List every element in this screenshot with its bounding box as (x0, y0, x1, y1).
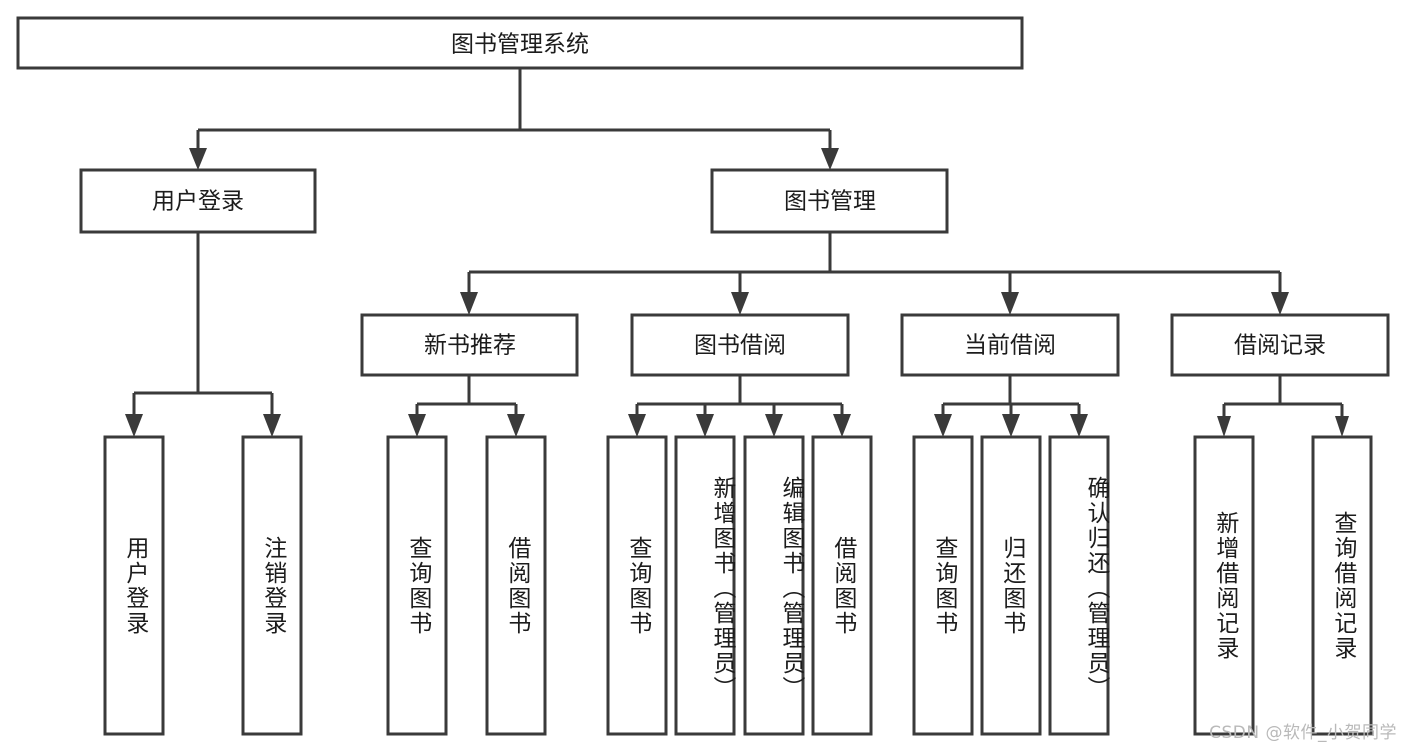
arrow-head-new-book-recommend (460, 292, 478, 315)
arrow-head-current-borrow (1001, 292, 1019, 315)
arrow-head-leaf-confirm-return (1070, 414, 1088, 437)
arrow-head-leaf-user-login (125, 414, 143, 437)
node-user-login-rect (79, 168, 317, 234)
arrow-head-leaf-query-book-3 (934, 414, 952, 437)
node-leaf-add-book-rect[interactable] (674, 435, 736, 736)
connector-group-root-to-level2 (189, 68, 839, 170)
arrow-head-user-login (189, 148, 207, 170)
node-borrow-record-label: 借阅记录 (1234, 333, 1326, 359)
node-book-borrow-label: 图书借阅 (694, 333, 786, 359)
arrow-head-leaf-query-record (1335, 416, 1349, 437)
connector-group-borrow-record-to-leaves (1217, 375, 1349, 437)
connector-group-user-login-to-leaves (125, 232, 281, 437)
node-borrow-record[interactable]: 借阅记录 (1170, 313, 1390, 377)
node-current-borrow-rect (900, 313, 1120, 377)
node-book-management-label: 图书管理 (784, 189, 876, 215)
node-leaf-borrow-book-2-rect[interactable] (811, 435, 873, 736)
node-leaf-borrow-book-1-rect[interactable] (485, 435, 547, 736)
arrow-head-leaf-query-book-1 (408, 414, 426, 437)
arrow-head-leaf-edit-book (765, 414, 783, 437)
node-new-book-recommend-label: 新书推荐 (424, 333, 516, 359)
node-leaf-add-record-rect[interactable] (1193, 435, 1255, 736)
node-new-book-recommend-rect (360, 313, 579, 377)
csdn-watermark: CSDN @软件_小贺同学 (1209, 723, 1397, 743)
node-new-book-recommend[interactable]: 新书推荐 (360, 313, 579, 377)
arrow-head-leaf-borrow-book-1 (507, 414, 525, 437)
node-leaf-user-login-rect[interactable] (103, 435, 165, 736)
arrow-head-book-management (821, 148, 839, 170)
node-borrow-record-rect (1170, 313, 1390, 377)
arrow-head-book-borrow (731, 292, 749, 315)
connector-group-current-borrow-to-leaves (934, 375, 1088, 437)
node-leaf-edit-book-rect[interactable] (743, 435, 805, 736)
node-leaf-query-book-1-rect[interactable] (386, 435, 448, 736)
node-user-login[interactable]: 用户登录 (79, 168, 317, 234)
arrow-head-leaf-logout (263, 414, 281, 437)
node-leaf-confirm-return-rect[interactable] (1048, 435, 1110, 736)
arrow-head-leaf-add-book (696, 414, 714, 437)
node-book-management[interactable]: 图书管理 (710, 168, 949, 234)
arrow-head-borrow-record (1271, 292, 1289, 315)
node-current-borrow-label: 当前借阅 (964, 333, 1056, 359)
arrow-head-leaf-add-record (1217, 416, 1231, 437)
arrow-head-leaf-query-book-2 (628, 414, 646, 437)
node-root-label: 图书管理系统 (451, 32, 589, 58)
node-leaf-query-book-2-rect[interactable] (606, 435, 668, 736)
node-user-login-label: 用户登录 (152, 189, 244, 215)
connector-group-book-borrow-to-leaves (628, 375, 851, 437)
node-root[interactable]: 图书管理系统 (16, 16, 1024, 70)
node-book-borrow[interactable]: 图书借阅 (630, 313, 850, 377)
node-current-borrow[interactable]: 当前借阅 (900, 313, 1120, 377)
node-leaf-return-book-rect[interactable] (980, 435, 1042, 736)
leaf-rect-group (103, 435, 1373, 736)
node-book-borrow-rect (630, 313, 850, 377)
node-book-management-rect (710, 168, 949, 234)
node-root-rect (16, 16, 1024, 70)
node-leaf-logout-rect[interactable] (241, 435, 303, 736)
arrow-head-leaf-return-book (1002, 414, 1020, 437)
arrow-head-leaf-borrow-book-2 (833, 414, 851, 437)
connector-group-book-management-to-level3 (460, 232, 1289, 315)
connector-group-new-book-recommend-to-leaves (408, 375, 525, 437)
node-leaf-query-book-3-rect[interactable] (912, 435, 974, 736)
node-leaf-query-record-rect[interactable] (1311, 435, 1373, 736)
